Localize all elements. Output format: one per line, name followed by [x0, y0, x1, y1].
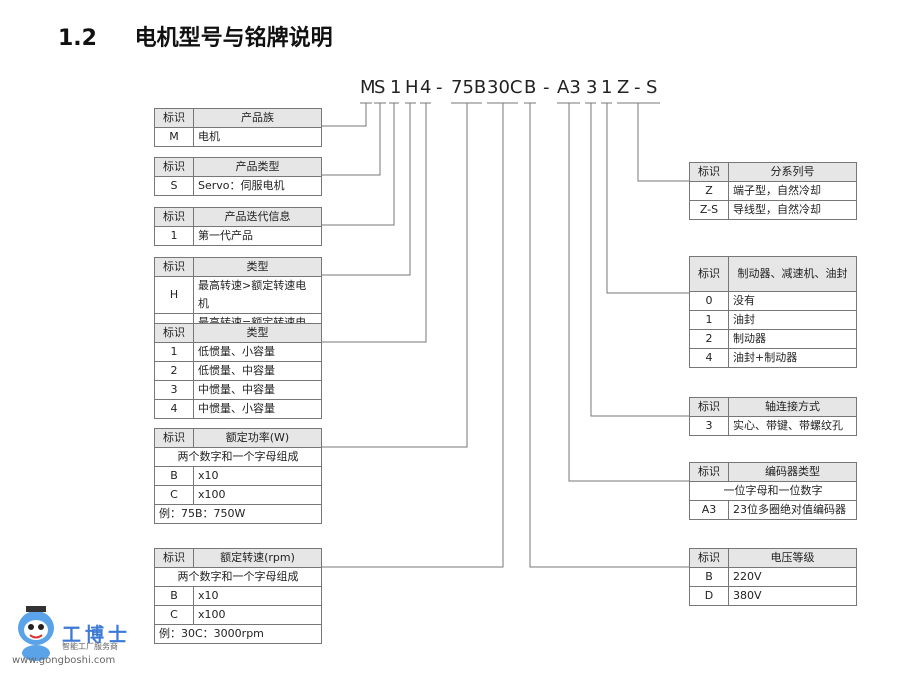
model-power: 75B	[451, 77, 487, 98]
header-desc: 产品类型	[193, 157, 322, 177]
section-title: 电机型号与铭牌说明	[134, 26, 333, 51]
model-char-4: 4	[420, 77, 432, 98]
model-dash-1: -	[436, 77, 443, 98]
model-char-1: 1	[390, 77, 402, 98]
header-id: 标识	[154, 323, 194, 343]
header-desc: 编码器类型	[728, 462, 857, 482]
header-id: 标识	[154, 257, 194, 277]
model-dash-3: -	[634, 77, 641, 98]
model-series-z: Z	[617, 77, 630, 98]
composition-note: 两个数字和一个字母组成	[154, 567, 322, 587]
connector-type	[322, 103, 381, 176]
connector-voltage	[529, 103, 689, 568]
example-note: 例：75B：750W	[154, 504, 322, 524]
header-id: 标识	[154, 548, 194, 568]
header-id: 标识	[154, 108, 194, 128]
connector-brake	[606, 103, 689, 294]
model-encoder: A3	[557, 77, 581, 98]
header-desc: 产品族	[193, 108, 322, 128]
header-desc: 额定转速(rpm)	[193, 548, 322, 568]
connector-family	[322, 103, 367, 127]
connector-speed	[322, 103, 504, 568]
section-heading: 1.2 电机型号与铭牌说明	[58, 20, 333, 52]
composition-note: 一位字母和一位数字	[689, 481, 857, 501]
connector-encoder	[568, 103, 689, 482]
header-id: 标识	[154, 157, 194, 177]
header-id: 标识	[154, 207, 194, 227]
header-id: 标识	[154, 428, 194, 448]
header-id: 标识	[689, 397, 729, 417]
model-char-h: H	[405, 77, 419, 98]
header-desc: 电压等级	[728, 548, 857, 568]
header-id: 标识	[689, 548, 729, 568]
model-voltage: B	[524, 77, 537, 98]
header-desc: 制动器、减速机、油封	[728, 256, 857, 292]
mascot-logo-icon	[18, 606, 54, 661]
logo-name: 工博士	[62, 624, 132, 646]
section-number: 1.2	[58, 26, 97, 51]
header-id: 标识	[689, 256, 729, 292]
header-desc: 类型	[193, 323, 322, 343]
model-speed: 30C	[487, 77, 523, 98]
connector-iteration	[322, 103, 395, 226]
connector-power	[322, 103, 468, 448]
model-char-m: M	[360, 77, 376, 98]
header-desc: 类型	[193, 257, 322, 277]
connector-shaft	[590, 103, 689, 417]
header-desc: 额定功率(W)	[193, 428, 322, 448]
model-shaft: 3	[586, 77, 598, 98]
header-id: 标识	[689, 462, 729, 482]
logo-subtitle: 智能工厂服务商	[62, 642, 118, 651]
model-char-s: S	[374, 77, 386, 98]
connector-speed-type	[322, 103, 411, 276]
header-id: 标识	[689, 162, 729, 182]
header-desc: 产品迭代信息	[193, 207, 322, 227]
connector-inertia	[322, 103, 427, 343]
composition-note: 两个数字和一个字母组成	[154, 447, 322, 467]
header-desc: 轴连接方式	[728, 397, 857, 417]
header-desc: 分系列号	[728, 162, 857, 182]
example-note: 例：30C：3000rpm	[154, 624, 322, 644]
connector-series	[637, 103, 689, 182]
model-series-s: S	[646, 77, 658, 98]
model-dash-2: -	[543, 77, 550, 98]
model-brake: 1	[601, 77, 613, 98]
logo-url: www.gongboshi.com	[12, 655, 116, 666]
